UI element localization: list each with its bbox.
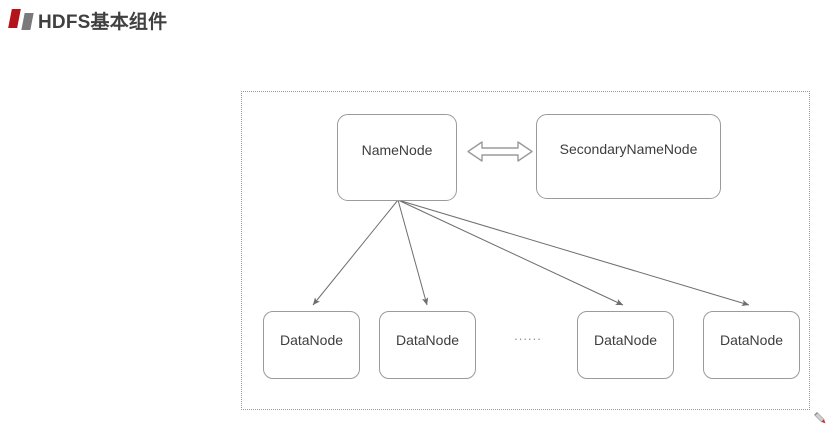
node-datanode-1[interactable]: DataNode [263, 311, 360, 379]
datanode-ellipsis: ...... [514, 328, 542, 343]
node-secondary-namenode[interactable]: SecondaryNameNode [536, 114, 721, 199]
slide-header: HDFS基本组件 [0, 0, 837, 44]
node-datanode-2[interactable]: DataNode [379, 311, 476, 379]
node-datanode-3[interactable]: DataNode [577, 311, 674, 379]
node-datanode-4[interactable]: DataNode [703, 311, 800, 379]
hdfs-cluster-boundary [241, 91, 810, 410]
page-title: HDFS基本组件 [38, 12, 168, 33]
node-namenode[interactable]: NameNode [337, 114, 457, 201]
pencil-edit-icon[interactable] [812, 410, 830, 428]
